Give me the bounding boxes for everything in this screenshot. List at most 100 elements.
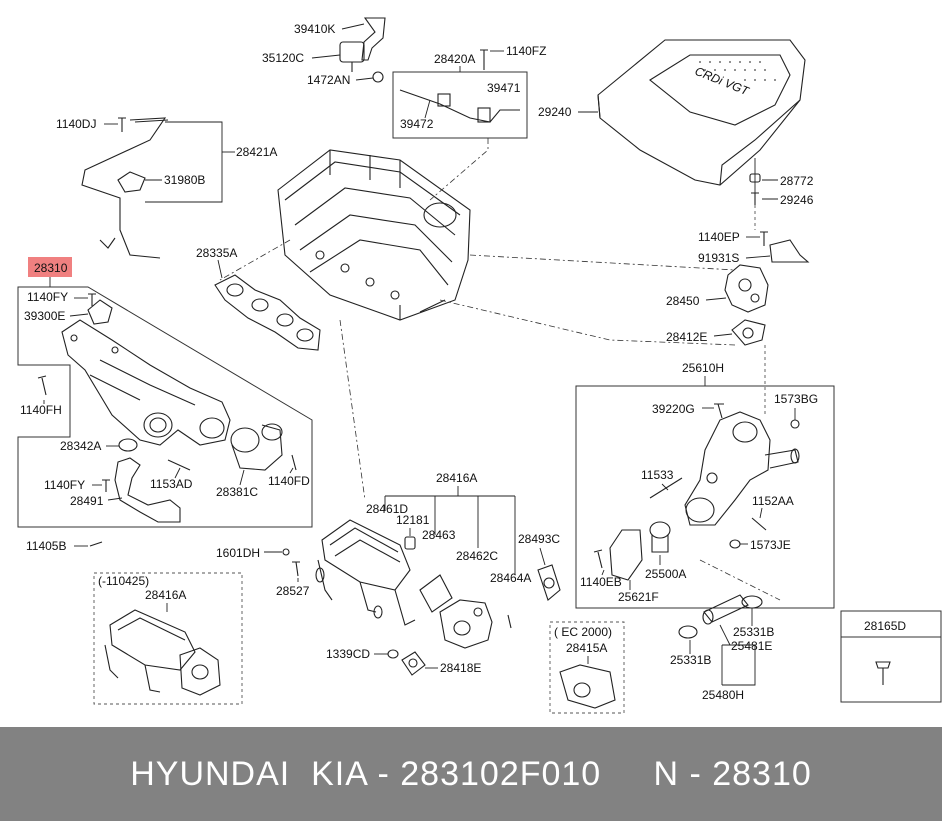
gasket-28418E [401,651,426,676]
manifold-group-outline [17,286,313,528]
thermostat-group-box [575,385,835,609]
bolt-1140EB [593,549,603,569]
bolt-28527 [292,561,300,577]
bushing-12181 [404,536,416,550]
label-25331B-upper: 25331B [733,625,774,639]
label-1472AN: 1472AN [307,73,350,87]
sensor-35120C [339,41,365,72]
clip-1601DH [282,548,290,556]
label-25481E: 25481E [731,639,772,653]
label-1140EB: 1140EB [580,575,622,589]
label-28415A: 28415A [566,641,607,655]
sensor-39220G [714,403,724,419]
hose-25481E [702,594,749,625]
label-28772: 28772 [780,174,814,188]
variant-ec2000-box [549,621,625,714]
label-110425: (-110425) [98,574,149,588]
gasket-28463 [419,574,453,613]
label-28463: 28463 [422,528,456,542]
clamp-25331B-lower [678,625,698,639]
label-39471: 39471 [487,81,521,95]
label-39220G: 39220G [652,402,695,416]
stud-1153AD [167,459,191,471]
part-28165D-box [840,610,942,703]
egr-cooler-28461D [315,519,416,626]
label-28412E: 28412E [666,330,707,344]
bolt-28464A [507,614,512,629]
label-28165D: 28165D [864,619,906,633]
label-28421A: 28421A [236,145,277,159]
variant-110425-box [93,572,243,705]
label-39410K: 39410K [294,22,335,36]
bolt-1140FD [291,454,297,471]
label-ec2000: ( EC 2000) [554,625,612,639]
label-1140FY-bottom: 1140FY [44,478,85,492]
part-number-caption: HYUNDAI KIA - 283102F010 N - 28310 [130,755,812,793]
label-39300E: 39300E [24,309,65,323]
stud-1152AA [751,517,767,531]
label-1140FZ: 1140FZ [506,44,546,58]
bolt-1140FY-top [88,293,96,306]
hose-28420A [399,89,520,123]
bolt-11405B [89,541,103,547]
label-1152AA: 1152AA [752,494,794,508]
cover-25621F [609,529,643,581]
label-1140FD: 1140FD [268,474,310,488]
gasket-28342A [118,438,138,452]
label-25610H: 25610H [682,361,724,375]
label-28527: 28527 [276,584,310,598]
engine-cylinder-head [277,149,471,321]
adapter-28381C [230,423,283,471]
label-28461D: 28461D [366,502,408,516]
label-1573JE: 1573JE [750,538,791,552]
label-28464A: 28464A [490,571,531,585]
label-1140EP: 1140EP [698,230,740,244]
label-25500A: 25500A [645,567,686,581]
sensor-39300E [87,299,113,325]
label-12181: 12181 [396,513,430,527]
footer-bar: HYUNDAI KIA - 283102F010 N - 28310 [0,727,942,821]
hose-1472AN [372,71,384,83]
gasket-28493C [537,564,561,601]
label-1339CD: 1339CD [326,647,370,661]
pipe-28491 [114,457,181,523]
label-25480H: 25480H [702,688,744,702]
label-28462C: 28462C [456,549,498,563]
bolt-1140EP [760,231,768,246]
egr-cooler-variant [104,609,221,696]
exhaust-manifold-28310 [61,319,231,446]
label-28493C: 28493C [518,532,560,546]
bolt-28165D [875,661,891,685]
grommet-28772 [749,173,761,183]
bolt-1140FH [37,375,47,396]
label-31980B: 31980B [164,173,205,187]
label-11533: 11533 [641,468,674,482]
bolt-29246 [751,192,759,205]
label-28310: 28310 [34,261,68,275]
bracket-91931S [769,239,810,263]
label-29246: 29246 [780,193,814,207]
label-1573BG: 1573BG [774,392,818,406]
thermostat-housing-25610H [684,411,800,526]
label-1153AD: 1153AD [150,477,193,491]
label-91931S: 91931S [698,251,739,265]
highlight-28310 [28,257,72,277]
label-25331B-lower: 25331B [670,653,711,667]
egr-valve-28462C [439,599,493,649]
egr-adapter-28415A [559,664,616,709]
gasket-28335A [214,274,321,351]
label-28416A-main: 28416A [436,471,477,485]
exploded-parts-diagram: CRDi VGT 29240 28772 29246 39410K 35120C… [17,17,942,714]
egr-valve-28450 [724,264,769,313]
bolt-1140FY-bottom [102,479,110,492]
label-1140FY-top: 1140FY [27,290,68,304]
bracket-39410K [361,17,386,61]
label-1140FH: 1140FH [20,403,62,417]
label-28416A-variant: 28416A [145,588,186,602]
label-1601DH: 1601DH [216,546,260,560]
gasket-28412E [731,319,766,346]
label-29240: 29240 [538,105,572,119]
label-28381C: 28381C [216,485,258,499]
label-28335A: 28335A [196,246,237,260]
label-28491: 28491 [70,494,104,508]
